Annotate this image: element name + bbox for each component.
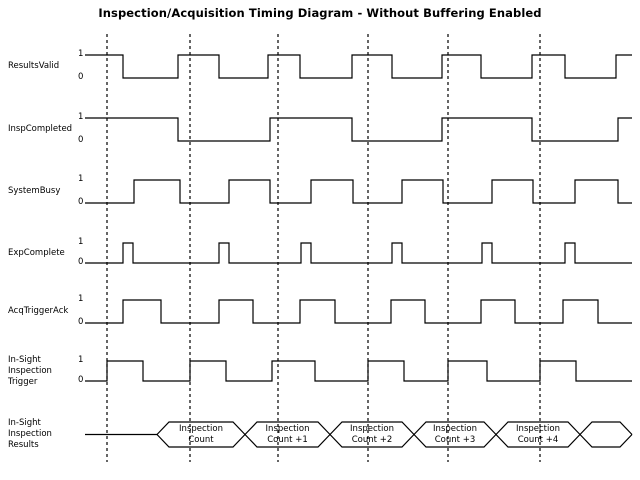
- bus-cell-3-top: [413, 421, 497, 435]
- signal-label-inspcompleted: InspCompleted: [8, 124, 73, 134]
- level-low-1: 0: [78, 135, 84, 145]
- signal-waveforms: [85, 54, 632, 382]
- waveform-0: [85, 54, 632, 79]
- bus-cell-1-top: [244, 421, 331, 435]
- bus-waveform: [85, 421, 633, 448]
- waveform-1: [85, 117, 632, 142]
- signal-label-resultsvalid: ResultsValid: [8, 61, 60, 71]
- level-high-2: 1: [78, 174, 84, 184]
- level-low-0: 0: [78, 72, 84, 82]
- level-high-4: 1: [78, 294, 84, 304]
- waveform-4: [85, 299, 632, 324]
- level-low-3: 0: [78, 257, 84, 267]
- level-low-5: 0: [78, 375, 84, 385]
- bus-cell-5-bottom: [579, 434, 633, 448]
- bus-cell-4-top: [495, 421, 581, 435]
- bus-cell-label-1: Inspection Count +1: [265, 423, 310, 445]
- level-high-3: 1: [78, 237, 84, 247]
- level-high-5: 1: [78, 355, 84, 365]
- bus-cell-3-bottom: [413, 434, 497, 448]
- waveform-3: [85, 242, 632, 264]
- signal-label-expcomplete: ExpComplete: [8, 247, 65, 258]
- level-high-0: 1: [78, 49, 84, 59]
- bus-cell-label-4: Inspection Count +4: [516, 423, 560, 445]
- level-low-4: 0: [78, 317, 84, 327]
- bus-cell-0-bottom: [156, 434, 246, 448]
- signal-label-systembusy: SystemBusy: [8, 186, 61, 196]
- bus-cell-label-0: Inspection Count: [179, 423, 223, 445]
- bus-cell-4-bottom: [495, 434, 581, 448]
- waveform-2: [85, 179, 632, 204]
- page-title: Inspection/Acquisition Timing Diagram - …: [98, 6, 542, 20]
- trigger-marker-lines: [106, 34, 541, 462]
- bus-cell-label-3: Inspection Count +3: [433, 423, 477, 445]
- bus-cell-0-top: [156, 421, 246, 435]
- bus-cell-5-top: [579, 421, 633, 435]
- waveform-5: [85, 360, 632, 382]
- bus-cell-2-top: [329, 421, 415, 435]
- signal-label-in-sight-inspection-trigger: In-Sight Inspection Trigger: [8, 354, 52, 387]
- bus-cell-1-bottom: [244, 434, 331, 448]
- level-high-1: 1: [78, 112, 84, 122]
- bus-cell-label-2: Inspection Count +2: [350, 423, 394, 445]
- level-low-2: 0: [78, 197, 84, 207]
- signal-label-in-sight-inspection-results: In-Sight Inspection Results: [8, 418, 52, 450]
- bus-cell-2-bottom: [329, 434, 415, 448]
- signal-label-acqtriggerack: AcqTriggerAck: [8, 306, 69, 316]
